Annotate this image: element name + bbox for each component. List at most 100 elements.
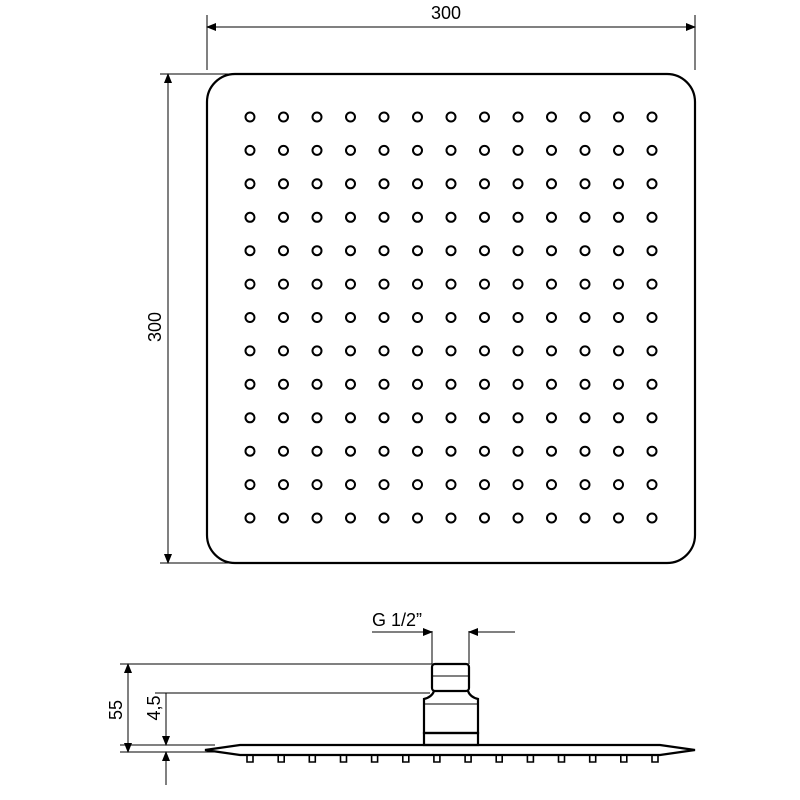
connector — [422, 662, 480, 747]
nozzle-hole — [311, 479, 323, 491]
nozzle-hole — [646, 412, 658, 424]
thread-label: G 1/2” — [372, 610, 422, 630]
nozzle-hole — [512, 378, 524, 390]
nozzle-hole — [412, 479, 423, 491]
side-nozzle — [277, 755, 285, 763]
nozzle-hole — [278, 111, 289, 123]
nozzle-hole — [244, 512, 256, 524]
nozzle-hole — [412, 278, 423, 290]
nozzle-hole — [412, 445, 423, 457]
nozzle-hole — [278, 211, 289, 223]
nozzle-hole — [412, 111, 423, 123]
nozzle-hole — [311, 312, 323, 323]
shower-plate-profile — [204, 743, 696, 757]
nozzle-hole — [445, 111, 457, 123]
nozzle-hole — [445, 144, 457, 156]
side-view: G 1/2” 55 4,5 — [106, 610, 696, 785]
nozzle-hole — [345, 144, 356, 156]
nozzle-hole — [278, 245, 289, 257]
nozzle-hole — [613, 312, 624, 323]
side-nozzle — [557, 755, 566, 763]
nozzle-hole — [445, 479, 457, 491]
nozzle-hole — [546, 512, 557, 524]
nozzle-hole — [311, 445, 323, 457]
nozzle-hole — [546, 144, 557, 156]
nozzle-hole — [546, 111, 557, 123]
nozzle-hole — [579, 278, 591, 290]
side-nozzle — [246, 755, 254, 763]
nozzle-hole — [613, 445, 624, 457]
nozzle-hole — [345, 278, 356, 290]
nozzle-hole — [646, 178, 658, 190]
connector-base — [422, 731, 480, 747]
nozzle-hole — [546, 278, 557, 290]
nozzle-hole — [445, 378, 457, 390]
nozzle-hole — [445, 345, 457, 357]
nozzle-hole — [479, 111, 490, 123]
nozzle-hole — [546, 378, 557, 390]
nozzle-hole — [613, 412, 624, 424]
nozzle-hole — [512, 144, 524, 156]
nozzle-hole — [512, 278, 524, 290]
nozzle-hole — [244, 378, 256, 390]
nozzle-hole — [378, 278, 390, 290]
nozzle-hole — [579, 144, 591, 156]
nozzle-hole — [579, 345, 591, 357]
nozzle-hole — [512, 479, 524, 491]
nozzle-hole — [613, 278, 624, 290]
nozzle-hole — [546, 412, 557, 424]
nozzle-hole — [244, 445, 256, 457]
nozzle-hole — [512, 178, 524, 190]
nozzle-hole — [412, 378, 423, 390]
nozzle-hole — [278, 312, 289, 323]
nozzle-hole — [412, 345, 423, 357]
nozzle-hole — [512, 312, 524, 323]
nozzle-hole — [311, 512, 323, 524]
nozzle-hole — [278, 278, 289, 290]
nozzle-hole — [512, 111, 524, 123]
side-nozzle — [402, 755, 410, 763]
nozzle-hole — [479, 512, 490, 524]
nozzle-hole — [412, 211, 423, 223]
side-nozzle — [588, 755, 597, 763]
nozzle-hole — [579, 479, 591, 491]
nozzle-hole — [244, 211, 256, 223]
nozzle-hole — [479, 211, 490, 223]
nozzle-hole — [445, 512, 457, 524]
nozzle-hole — [378, 144, 390, 156]
nozzle-hole — [244, 178, 256, 190]
nozzle-hole — [345, 445, 356, 457]
nozzle-hole — [412, 412, 423, 424]
nozzle-hole — [512, 245, 524, 257]
nozzle-hole — [412, 312, 423, 323]
plate-thickness-label: 4,5 — [144, 695, 164, 720]
nozzle-hole — [311, 345, 323, 357]
nozzle-hole — [579, 312, 591, 323]
nozzle-hole — [613, 111, 624, 123]
nozzle-hole — [345, 178, 356, 190]
nozzle-hole — [646, 245, 658, 257]
nozzle-hole — [479, 445, 490, 457]
nozzle-hole — [345, 312, 356, 323]
connector-ball-joint — [422, 690, 480, 735]
nozzle-hole — [579, 512, 591, 524]
nozzle-hole — [613, 245, 624, 257]
nozzle-hole — [579, 378, 591, 390]
connector-nut — [430, 662, 471, 693]
nozzle-hole — [412, 144, 423, 156]
side-nozzle — [651, 755, 659, 763]
nozzle-hole — [646, 345, 658, 357]
nozzle-hole — [311, 144, 323, 156]
nozzle-hole — [613, 378, 624, 390]
nozzle-hole — [579, 445, 591, 457]
nozzle-hole — [311, 378, 323, 390]
nozzle-hole — [512, 445, 524, 457]
nozzle-hole — [345, 111, 356, 123]
nozzle-hole — [244, 479, 256, 491]
nozzle-hole — [512, 412, 524, 424]
nozzle-hole — [445, 278, 457, 290]
nozzle-hole — [479, 479, 490, 491]
side-nozzle — [433, 755, 441, 763]
nozzle-hole — [378, 178, 390, 190]
